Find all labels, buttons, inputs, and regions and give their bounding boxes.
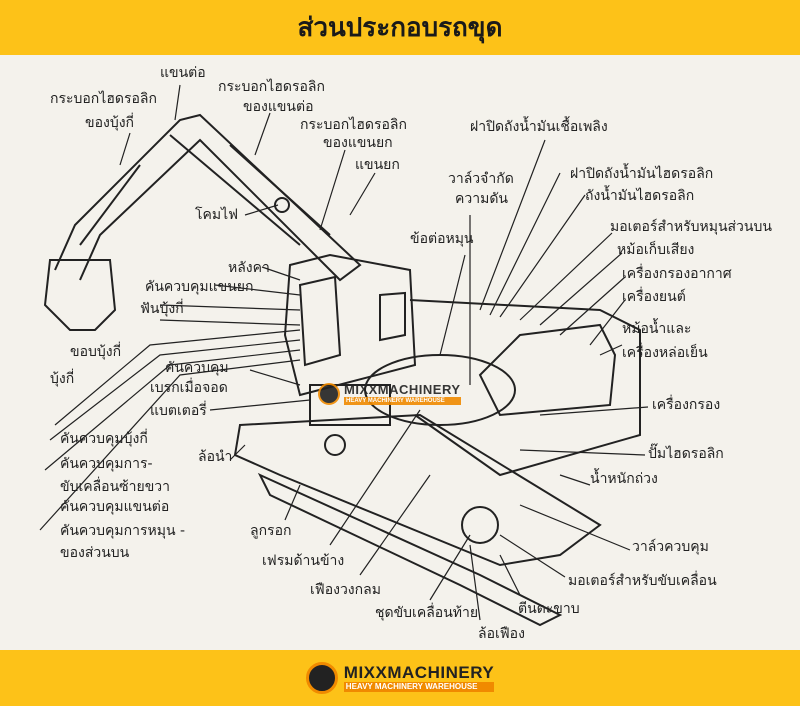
label-hydraulic-tank: ถังน้ำมันไฮดรอลิก [585,188,695,204]
label-side-frame: เฟรมด้านข้าง [262,553,345,569]
label-stick: แขนต่อ [160,65,206,81]
label-travel-lever: คันควบคุมการ- [60,456,153,472]
label-bucket-teeth: ฟันบุ้งกี่ [140,301,184,317]
label-idler: ล้อนำ [198,449,233,465]
label-battery: แบตเตอรี่ [150,403,207,419]
logo-tagline: HEAVY MACHINERY WAREHOUSE [343,682,495,692]
footer-logo: MIXXMACHINERY HEAVY MACHINERY WAREHOUSE [305,662,495,694]
label-brake-lever: คันควบคุม [165,360,229,376]
label-muffler: หม้อเก็บเสียง [617,242,695,258]
label-hydraulic-pump: ปั๊มไฮดรอลิก [648,446,724,462]
label-track: ตีนตะขาบ [518,601,580,617]
excavator-diagram: แขนต่อ กระบอกไฮดรอลิก ของบุ้งกี่ กระบอกไ… [0,55,800,650]
label-roof: หลังคา [228,260,270,276]
track-shape [233,413,602,567]
label-bucket-lever: คันควบคุมบุ้งกี่ [60,431,148,447]
gear-icon [318,383,340,405]
label-bucket-cylinder: กระบอกไฮดรอลิก [50,91,157,107]
label-air-filter: เครื่องกรองอากาศ [622,266,732,282]
footer-banner: MIXXMACHINERY HEAVY MACHINERY WAREHOUSE [0,650,800,706]
watermark-logo: MIXXMACHINERY HEAVY MACHINERY WAREHOUSE [318,383,461,405]
label-travel-lever-2: ขับเคลื่อนซ้ายขวา [60,479,171,495]
leader-lines [39,84,649,621]
label-bucket: บุ้งกี่ [50,371,75,387]
gear-icon [305,662,338,694]
sprocket-shape [461,506,499,544]
label-travel-motor: มอเตอร์สำหรับขับเคลื่อน [568,573,717,589]
engine-shape [478,323,617,417]
label-boom-lever: คันควบคุมแขนยก [145,279,254,295]
boom-arm-shape [54,113,362,282]
label-fuel-cap: ฝาปิดถังน้ำมันเชื้อเพลิง [470,119,608,135]
label-stick-lever: คันควบคุมแขนต่อ [60,499,170,515]
cab-shape [283,253,417,397]
label-swing-lever: คันควบคุมการหมุน - [60,523,186,539]
upper-body-shape [409,299,641,477]
watermark-brand: MIXXMACHINERY [344,382,461,397]
label-swing-motor: มอเตอร์สำหรับหมุนส่วนบน [610,219,772,235]
label-sprocket: ล้อเฟือง [478,626,525,642]
label-swivel: ข้อต่อหมุน [410,231,474,247]
label-engine: เครื่องยนต์ [622,289,686,305]
label-boom-cylinder: กระบอกไฮดรอลิก [300,117,407,133]
label-stick-cylinder: กระบอกไฮดรอลิก [218,79,325,95]
label-control-valve: วาล์วควบคุม [632,539,709,555]
label-roller: ลูกรอก [250,523,292,539]
bucket-shape [43,259,117,331]
excavator-drawing [39,84,649,627]
label-hydraulic-cap: ฝาปิดถังน้ำมันไฮดรอลิก [570,166,714,182]
label-relief-valve: วาล์วจำกัด [448,171,514,187]
roller-shape [324,434,346,456]
label-filter: เครื่องกรอง [652,397,721,413]
label-swing-lever-2: ของส่วนบน [60,545,130,561]
page-title: ส่วนประกอบรถขุด [297,13,503,43]
label-boom-cylinder-2: ของแขนยก [323,135,393,151]
label-boom: แขนยก [355,157,400,173]
title-banner: ส่วนประกอบรถขุด [0,0,800,55]
cylinder-lines [79,134,331,246]
label-ring-gear: เฟืองวงกลม [310,582,381,598]
lamp-shape [274,197,290,213]
label-radiator-2: เครื่องหล่อเย็น [622,345,708,361]
logo-brand: MIXXMACHINERY [343,663,495,682]
label-radiator: หม้อน้ำและ [622,321,692,337]
label-bucket-edge: ขอบบุ้งกี่ [70,344,122,360]
watermark-tagline: HEAVY MACHINERY WAREHOUSE [344,397,461,405]
label-final-drive: ชุดขับเคลื่อนท้าย [375,605,479,621]
label-lamp: โคมไฟ [195,207,239,223]
label-stick-cylinder-2: ของแขนต่อ [243,99,314,115]
label-counterweight: น้ำหนักถ่วง [590,471,658,487]
label-relief-valve-2: ความดัน [455,191,508,207]
label-bucket-cylinder-2: ของบุ้งกี่ [85,115,135,131]
battery-shape [309,384,391,426]
label-brake-lever-2: เบรกเมื่อจอด [150,380,228,396]
